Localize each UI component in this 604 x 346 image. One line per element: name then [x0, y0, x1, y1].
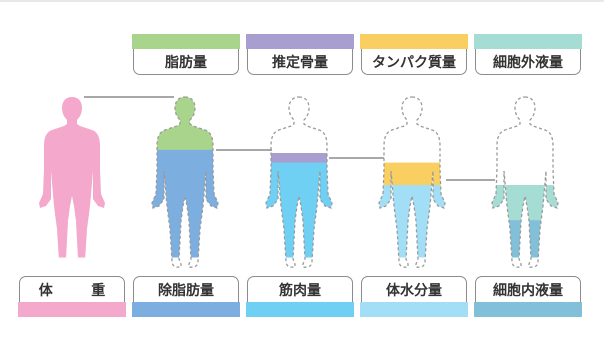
intracellular-water-label: 細胞内液量 [475, 276, 581, 302]
body-water-label: 体水分量 [361, 276, 467, 302]
figure-body-water-layer-0 [379, 162, 445, 186]
figure-weight-layer-0 [39, 97, 105, 258]
extracellular-water-label: 細胞外液量 [475, 49, 581, 75]
body-weight-label: 体 重 [19, 276, 125, 302]
fat-mass-label: 脂肪量 [133, 49, 239, 75]
figure-intracellular-water-outline [491, 96, 559, 268]
lean-mass-label: 除脂肪量 [133, 276, 239, 302]
muscle-mass-swatch [246, 302, 354, 317]
bone-mass-swatch [246, 34, 354, 49]
figure-muscle-mass-layer-0 [266, 153, 332, 164]
figure-intracellular-water-layer-1 [492, 220, 558, 258]
figure-intracellular-water [491, 96, 559, 268]
top-border [0, 0, 604, 2]
figure-weight [39, 97, 105, 258]
figure-muscle-mass [265, 96, 333, 268]
figure-intracellular-water-layer-0 [492, 185, 558, 221]
extracellular-water-swatch [474, 34, 582, 49]
lean-mass-swatch [132, 302, 240, 317]
intracellular-water-swatch [474, 302, 582, 317]
muscle-mass-label: 筋肉量 [247, 276, 353, 302]
figure-body-water [378, 96, 446, 268]
body-weight-swatch [18, 302, 126, 317]
fat-mass-swatch [132, 34, 240, 49]
body-water-swatch [360, 302, 468, 317]
bone-mass-label: 推定骨量 [247, 49, 353, 75]
protein-mass-label: タンパク質量 [361, 49, 467, 75]
figure-lean-mass [151, 96, 219, 268]
figure-body-water-layer-1 [379, 185, 445, 258]
protein-mass-swatch [360, 34, 468, 49]
